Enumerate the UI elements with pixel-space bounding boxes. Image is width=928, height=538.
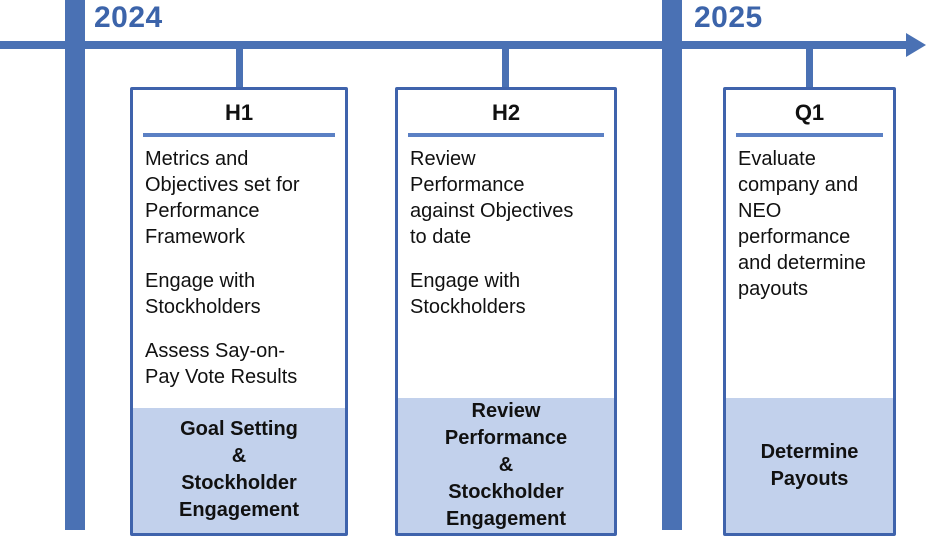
connector-h1 (236, 49, 243, 87)
body-paragraph: Metrics and Objectives set for Performan… (145, 147, 300, 248)
period-box-h2: H2 Review Performance against Objectives… (395, 87, 617, 536)
period-header-h2: H2 (491, 100, 521, 125)
year-divider-2025 (662, 0, 682, 530)
body-paragraph: Engage with Stockholders (410, 270, 526, 318)
connector-h2 (502, 49, 509, 87)
body-paragraph: Assess Say-on- Pay Vote Results (145, 339, 298, 388)
period-footer-q1: Determine Payouts (726, 398, 893, 533)
header-rule (408, 133, 604, 137)
period-body-h2: Review Performance against Objectives to… (398, 137, 614, 398)
timeline-axis-line (0, 41, 907, 49)
period-footer-h2: Review Performance & Stockholder Engagem… (398, 398, 614, 533)
period-header-h1: H1 (224, 100, 254, 125)
connector-q1 (806, 49, 813, 87)
period-box-h1: H1 Metrics and Objectives set for Perfor… (130, 87, 348, 536)
year-label-2024: 2024 (94, 1, 163, 34)
period-footer-h1: Goal Setting & Stockholder Engagement (133, 407, 345, 533)
year-label-2025: 2025 (694, 1, 763, 34)
period-body-h1: Metrics and Objectives set for Performan… (133, 137, 345, 408)
arrow-right-icon (906, 33, 926, 57)
header-rule (736, 133, 883, 137)
period-box-q1: Q1 Evaluate company and NEO performance … (723, 87, 896, 536)
body-paragraph: Review Performance against Objectives to… (410, 148, 574, 248)
body-paragraph: Engage with Stockholders (145, 269, 261, 318)
header-rule (143, 133, 335, 137)
period-header-q1: Q1 (794, 100, 825, 125)
year-divider-2024 (65, 0, 85, 530)
body-paragraph: Evaluate company and NEO performance and… (738, 148, 866, 300)
period-body-q1: Evaluate company and NEO performance and… (726, 137, 893, 398)
